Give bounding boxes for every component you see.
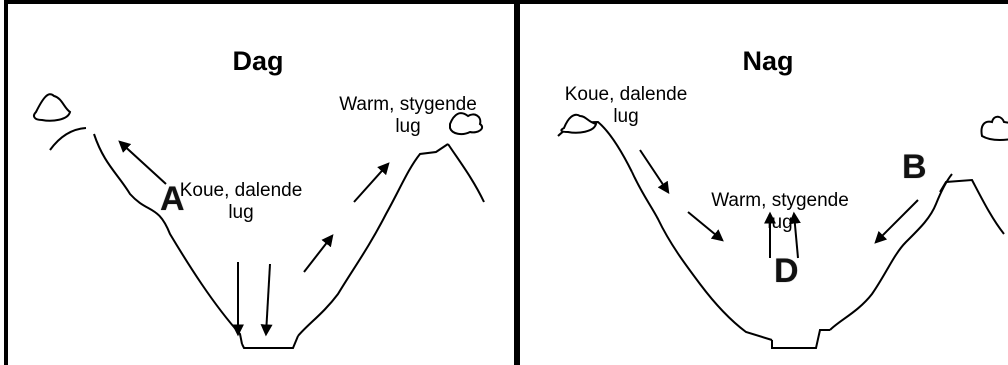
arrow-icon [353,162,390,203]
day-cold-label-line1: Koue, dalende [179,180,303,201]
right-peak [939,178,1005,235]
valley-outline-left [631,171,773,341]
night-title: Nag [742,46,794,76]
day-warm-label-line2: lug [395,116,421,137]
day-cold-label-line2: lug [228,202,254,223]
day-warm-label-line1: Warm, stygende [339,94,477,115]
arrow-icon [874,199,919,244]
right-peak-slope [447,143,485,203]
cloud-icon [449,112,484,136]
night-valley-diagram [557,113,1008,349]
night-warm-label-line1: Warm, stygende [711,190,849,211]
cloud-icon [560,113,598,134]
arrow-icon [687,211,724,242]
day-valley-diagram [33,93,485,349]
valley-floor [241,335,299,349]
arrow-icon [788,211,801,259]
night-panel: Nag Koue, dalende lug Warm, stygende lug… [516,0,1008,365]
night-warm-label-line2: lug [767,212,793,233]
cloud-icon [33,93,72,122]
arrow-icon [118,140,167,185]
left-peak-arc [49,127,87,151]
valley-outline-right [829,173,953,331]
day-cold-label: Koue, dalende lug [166,180,316,224]
arrow-icon [260,263,273,337]
marker-b: B [902,148,927,186]
night-cold-label-line2: lug [613,106,639,127]
arrow-icon [639,149,670,194]
night-cold-label: Koue, dalende lug [546,84,706,128]
valley-outline-right [297,143,449,337]
marker-a: A [160,180,185,218]
cloud-icon [980,115,1008,141]
day-title: Dag [232,46,284,76]
night-warm-label: Warm, stygende lug [690,190,870,234]
night-cold-label-line1: Koue, dalende [564,84,688,105]
day-warm-label: Warm, stygende lug [308,94,508,138]
valley-outline-left [93,133,243,345]
arrow-icon [303,234,334,273]
day-panel: Dag Warm, stygende lug Koue, dalende lug… [4,0,518,365]
marker-d: D [774,252,799,290]
valley-floor [771,329,830,349]
